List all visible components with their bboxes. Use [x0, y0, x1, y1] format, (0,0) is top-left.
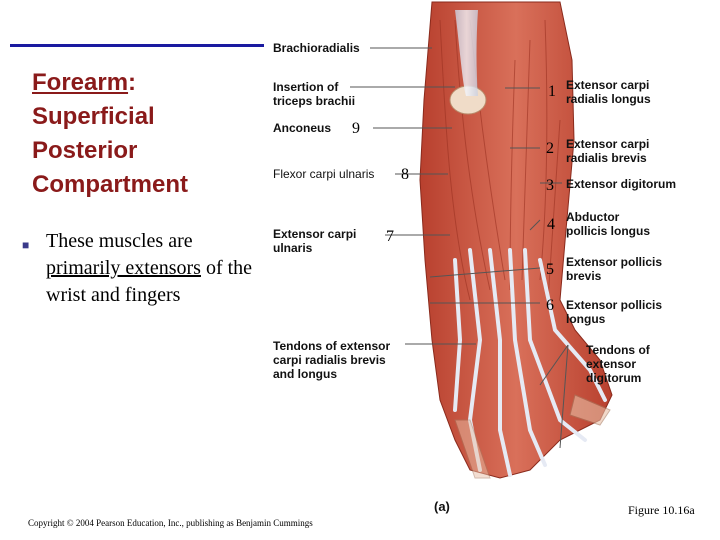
number-2: 2: [546, 140, 554, 157]
label-tendons-ecr-line3: and longus: [273, 367, 337, 381]
title-rule: [10, 44, 264, 47]
leader-lines-left: [350, 47, 476, 345]
number-4: 4: [547, 216, 555, 233]
label-ecrl-line2: radialis longus: [566, 92, 651, 106]
bullet-point: ■ These muscles are primarily extensors …: [22, 228, 272, 309]
label-ecrb-line2: radialis brevis: [566, 151, 647, 165]
label-ecrb-line1: Extensor carpi: [566, 137, 650, 151]
bullet-square-icon: ■: [22, 238, 30, 252]
label-flexor-carpi-ulnaris: Flexor carpi ulnaris: [273, 167, 375, 181]
label-tendons-ecr-line1: Tendons of extensor: [273, 339, 391, 353]
title-line-superficial: Superficial: [32, 103, 155, 130]
bullet-underlined: primarily extensors: [46, 257, 201, 279]
label-ecu-line1: Extensor carpi: [273, 227, 357, 241]
label-ted-line2: extensor: [586, 357, 637, 371]
number-8: 8: [401, 166, 409, 183]
label-apl-line1: Abductor: [566, 210, 620, 224]
label-insertion-line2: triceps brachii: [273, 94, 356, 108]
label-epl-line1: Extensor pollicis: [566, 298, 663, 312]
leader-lines-right: [429, 87, 569, 449]
number-9: 9: [352, 120, 360, 137]
figure-caption: Figure 10.16a: [628, 503, 695, 517]
label-brachioradialis: Brachioradialis: [273, 41, 360, 55]
number-1: 1: [548, 83, 556, 100]
label-epb-line2: brevis: [566, 269, 602, 283]
bullet-prefix: These muscles are: [46, 230, 193, 252]
slide-title: Forearm: Superficial Posterior Compartme…: [32, 66, 188, 202]
title-colon: :: [128, 69, 137, 96]
label-ecu-line2: ulnaris: [273, 241, 313, 255]
label-ted-line1: Tendons of: [586, 343, 650, 357]
label-anconeus: Anconeus: [273, 121, 332, 135]
label-extensor-digitorum: Extensor digitorum: [566, 177, 677, 191]
number-5: 5: [546, 261, 554, 278]
bullet-text: These muscles are primarily extensors of…: [46, 228, 272, 309]
label-ecrl-line1: Extensor carpi: [566, 78, 650, 92]
tendons: [453, 248, 607, 477]
number-3: 3: [546, 177, 554, 194]
label-epl-line2: longus: [566, 312, 606, 326]
triceps-insertion: [455, 10, 478, 96]
title-line-posterior: Posterior: [32, 137, 138, 164]
title-word-forearm: Forearm: [32, 69, 129, 96]
label-apl-line2: pollicis longus: [566, 224, 651, 238]
label-ted-line3: digitorum: [586, 371, 642, 385]
label-insertion-line1: Insertion of: [273, 80, 339, 94]
copyright-notice: Copyright © 2004 Pearson Education, Inc.…: [28, 518, 313, 528]
number-6: 6: [546, 297, 554, 314]
forearm-shape: [419, 1, 613, 479]
label-epb-line1: Extensor pollicis: [566, 255, 663, 269]
title-line-compartment: Compartment: [32, 171, 189, 198]
part-label: (a): [434, 499, 450, 514]
label-tendons-ecr-line2: carpi radialis brevis: [273, 353, 386, 367]
hand: [454, 394, 611, 479]
bullet-suffix: of the wrist and fingers: [46, 257, 253, 306]
number-7: 7: [386, 228, 394, 245]
